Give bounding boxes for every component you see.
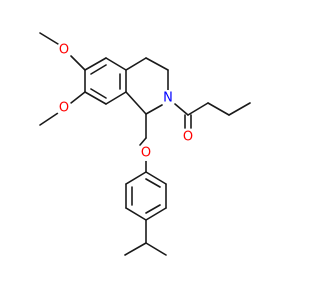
bond <box>90 88 107 99</box>
bond <box>125 171 147 185</box>
bond <box>105 91 127 105</box>
bond <box>124 242 147 256</box>
ether-oxygen: O <box>138 145 154 161</box>
bond <box>187 102 209 116</box>
bond <box>145 178 161 188</box>
bond <box>39 112 59 126</box>
atom-label-oxygen: O <box>59 43 69 58</box>
carbonyl-oxygen: O <box>180 129 196 145</box>
bond <box>228 102 251 116</box>
atom-label-oxygen: O <box>59 101 69 116</box>
atom-label-oxygen: O <box>183 130 193 145</box>
bond <box>125 57 147 71</box>
bond <box>145 204 161 214</box>
bond <box>84 91 107 105</box>
bond <box>39 32 59 45</box>
structure-canvas: O O N O O <box>39 32 251 256</box>
bond <box>70 55 86 71</box>
ring-nitrogen: N <box>160 90 176 106</box>
bond <box>145 104 163 115</box>
atom-label-nitrogen: N <box>163 91 173 106</box>
bond <box>145 171 167 185</box>
bond <box>145 57 169 71</box>
bond <box>105 57 127 71</box>
bond <box>125 91 147 115</box>
bond <box>145 242 167 256</box>
bond <box>84 57 107 71</box>
atom-label-oxygen: O <box>141 146 151 161</box>
bond <box>145 207 167 221</box>
atom-layer: O O N O O <box>56 42 196 161</box>
bond <box>125 207 147 221</box>
bond <box>70 91 86 104</box>
methoxy-bottom-oxygen: O <box>56 100 72 116</box>
bond <box>90 64 107 75</box>
molecule-diagram: O O N O O <box>39 32 251 256</box>
bond <box>174 103 189 116</box>
bond <box>139 137 147 146</box>
bond-layer <box>39 32 251 256</box>
bond <box>207 102 230 116</box>
methoxy-top-oxygen: O <box>56 42 72 58</box>
